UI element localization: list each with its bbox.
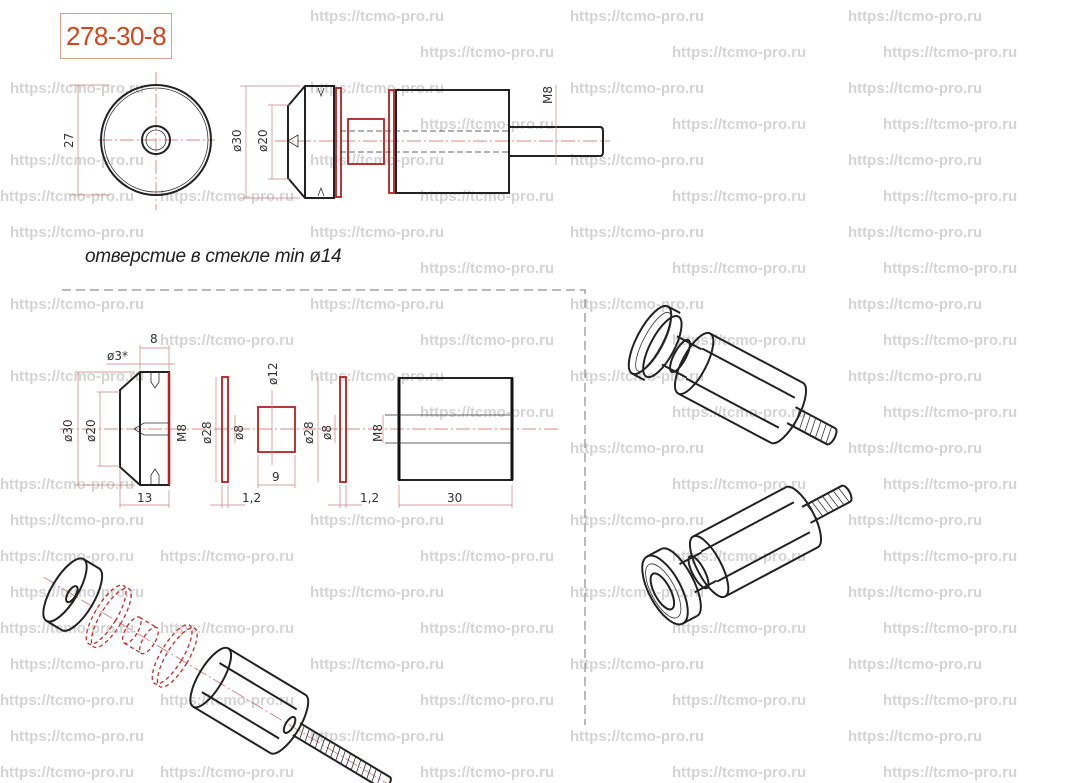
part-number-label: 278-30-8 — [60, 13, 172, 59]
side-view: ø30 ø20 M8 — [230, 85, 610, 199]
dim-washer2-thk: 1,2 — [360, 491, 379, 505]
dim-cap-len: 13 — [137, 491, 152, 505]
dim-body-m8: M8 — [371, 424, 385, 442]
dim-washer1-d28: ø28 — [200, 421, 214, 444]
dim-27: 27 — [62, 133, 76, 148]
glass-hole-caption: отверстие в стекле min ø14 — [85, 246, 342, 267]
dim-d30: ø30 — [230, 129, 244, 152]
section-divider — [62, 289, 586, 725]
dim-body-len: 30 — [447, 491, 462, 505]
exploded-parts-view: 8 ø3* ø30 ø20 M8 13 ø28 ø8 1,2 ø12 9 ø28… — [60, 332, 560, 508]
dim-cap-width: 8 — [150, 332, 158, 346]
dim-spacer-d12: ø12 — [266, 362, 280, 385]
dim-cap-d20: ø20 — [84, 419, 98, 442]
iso-assembled-view-2 — [641, 484, 853, 626]
dim-washer2-d8: ø8 — [320, 425, 334, 440]
iso-assembled-view-1 — [627, 304, 838, 446]
dim-cap-hole: ø3* — [107, 349, 128, 363]
iso-exploded-view — [42, 557, 396, 783]
dim-washer1-d8: ø8 — [232, 425, 246, 440]
dim-cap-d30: ø30 — [61, 419, 75, 442]
front-view: 27 — [62, 72, 215, 210]
dim-washer1-thk: 1,2 — [242, 491, 261, 505]
dim-washer2-d28: ø28 — [302, 421, 316, 444]
dim-m8: M8 — [541, 86, 555, 104]
dim-spacer-len: 9 — [272, 470, 280, 484]
dim-cap-m8: M8 — [175, 424, 189, 442]
dim-d20: ø20 — [256, 129, 270, 152]
